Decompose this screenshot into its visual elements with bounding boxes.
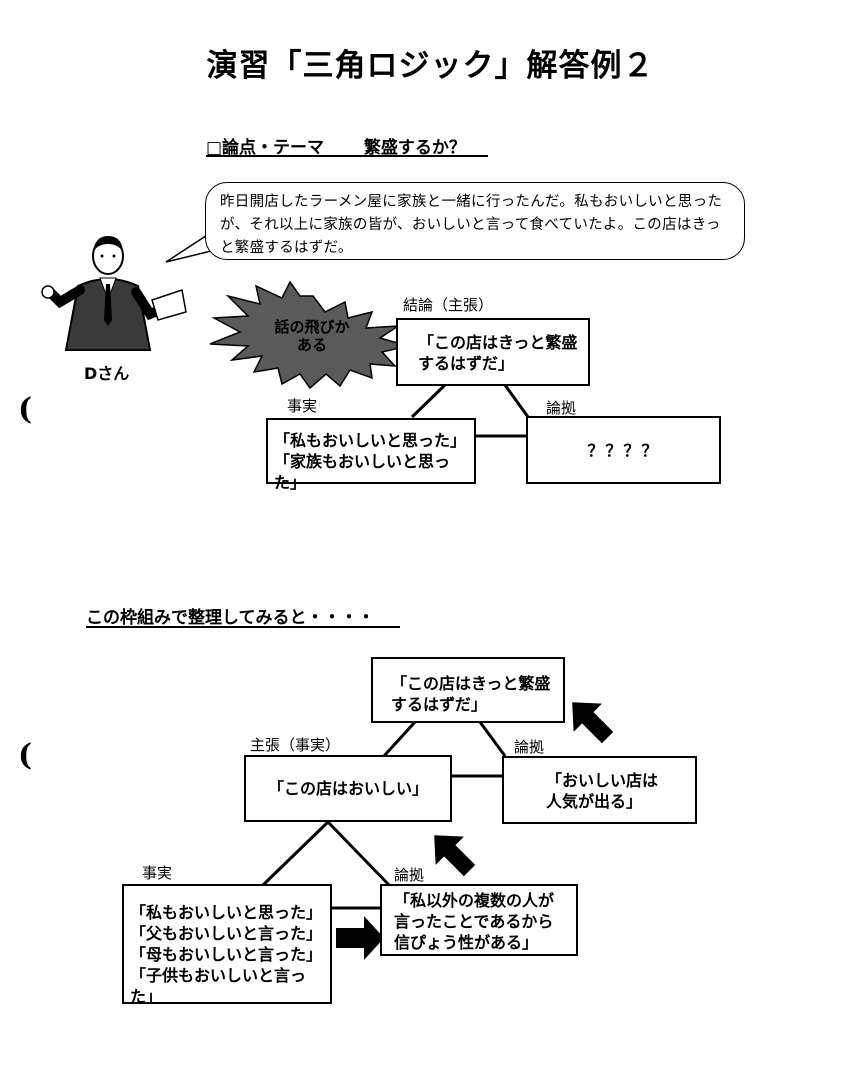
section2-heading: この枠組みで整理してみると・・・・ xyxy=(86,608,375,628)
leap-text: 話の飛びか ある xyxy=(262,318,362,354)
d2-warrant-bottom-label: 論拠 xyxy=(394,866,425,884)
d2-fact-line: 「私もおいしいと思った」 xyxy=(130,903,323,922)
d1-fact-line: 「私もおいしいと思った」 xyxy=(274,431,467,450)
d2-warrant-top-label: 論拠 xyxy=(514,738,545,756)
topic-heading: □論点・テーマ 繁盛するか？ xyxy=(206,133,466,158)
d2-warrant-top-box: 「おいしい店は 人気が出る」 xyxy=(502,756,697,824)
d2-warrant-bottom-line: 「私以外の複数の人が xyxy=(394,891,555,910)
d1-fact-label: 事実 xyxy=(287,397,318,415)
d2-line-conclusion-claim xyxy=(382,720,417,758)
margin-mark: ( xyxy=(18,738,33,773)
d1-conclusion-label: 結論（主張） xyxy=(403,296,494,314)
d2-claim-text: 「この店はおいしい」 xyxy=(267,779,428,798)
starburst-shape xyxy=(209,280,409,390)
d2-conclusion-line: 「この店はきっと繁盛 xyxy=(391,674,551,693)
speech-bubble: 昨日開店したラーメン屋に家族と一緒に行ったんだ。私もおいしいと思ったが、それ以上… xyxy=(205,182,745,260)
margin-mark: ( xyxy=(18,392,33,427)
d2-warrant-top-line: 「おいしい店は xyxy=(546,771,659,790)
topic-underline xyxy=(206,155,488,157)
arrow-right-icon xyxy=(336,916,384,960)
arrow-up-left-icon xyxy=(434,835,476,877)
d1-fact-line: 「家族もおいしいと思った」 xyxy=(274,452,451,492)
d2-warrant-bottom-line: 言ったことであるから xyxy=(394,912,554,931)
d2-fact-line: 「母もおいしいと言った」 xyxy=(130,945,323,964)
d2-claim-box: 「この店はおいしい」 xyxy=(244,755,452,822)
d2-line-claim-fact xyxy=(260,820,330,888)
leap-line-2: ある xyxy=(296,336,327,354)
d1-conclusion-box: 「この店はきっと繁盛 するはずだ」 xyxy=(396,318,590,386)
d2-line-claim-warrant2 xyxy=(326,820,392,888)
d1-warrant-label: 論拠 xyxy=(546,399,577,417)
d2-fact-line: 「子供もおいしいと言った」 xyxy=(130,966,307,1006)
topic-label: □論点・テーマ xyxy=(206,138,325,158)
d2-conclusion-line: するはずだ」 xyxy=(391,695,487,714)
d2-fact-line: 「父もおいしいと言った」 xyxy=(130,924,323,943)
d2-claim-label: 主張（事実） xyxy=(250,736,341,754)
d1-conclusion-line: するはずだ」 xyxy=(418,354,514,373)
businessman-illustration xyxy=(41,236,187,351)
leap-line-1: 話の飛びか xyxy=(274,318,350,336)
speech-text: 昨日開店したラーメン屋に家族と一緒に行ったんだ。私もおいしいと思ったが、それ以上… xyxy=(220,194,723,256)
d1-warrant-text: ？？？？ xyxy=(587,440,660,460)
page-title: 演習「三角ロジック」解答例２ xyxy=(206,48,655,84)
d2-conclusion-box: 「この店はきっと繁盛 するはずだ」 xyxy=(371,657,565,723)
d1-line-conclusion-warrant xyxy=(503,384,530,418)
d1-conclusion-line: 「この店はきっと繁盛 xyxy=(418,333,578,352)
speaker-name: Dさん xyxy=(84,364,130,383)
d2-line-conclusion-warrant xyxy=(478,721,507,757)
topic-question: 繁盛するか？ xyxy=(363,138,466,158)
d2-warrant-top-line: 人気が出る」 xyxy=(546,792,643,811)
d1-warrant-box: ？？？？ xyxy=(526,416,721,484)
d2-warrant-bottom-line: 信ぴょう性がある」 xyxy=(394,933,539,952)
section2-underline xyxy=(86,626,400,628)
d2-warrant-bottom-box: 「私以外の複数の人が 言ったことであるから 信ぴょう性がある」 xyxy=(380,884,578,956)
d2-fact-label: 事実 xyxy=(142,864,173,882)
arrow-up-left-icon xyxy=(572,702,614,744)
d1-fact-box: 「私もおいしいと思った」 「家族もおいしいと思った」 xyxy=(266,418,476,492)
d2-fact-box: 「私もおいしいと思った」 「父もおいしいと言った」 「母もおいしいと言った」 「… xyxy=(122,884,332,1006)
d1-line-conclusion-fact xyxy=(410,383,447,419)
